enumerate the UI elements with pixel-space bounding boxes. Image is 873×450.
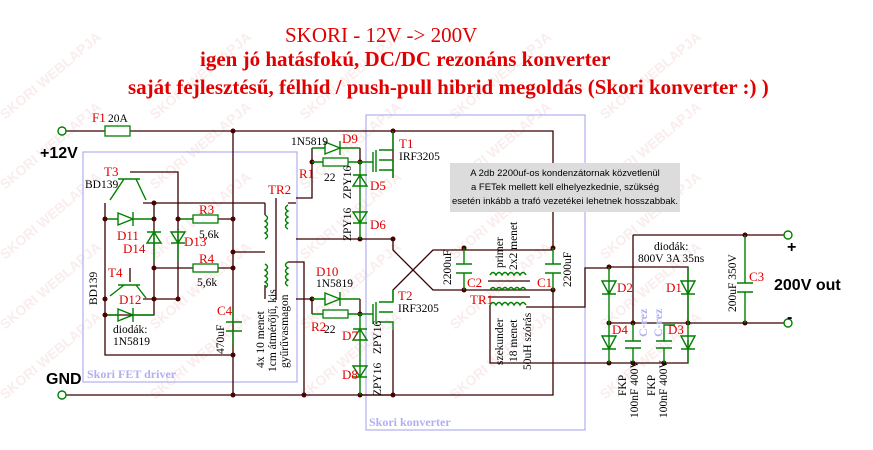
crez1-value: 100nF 400V (629, 359, 641, 418)
note-line-3: esetén inkább a trafó vezetékei lehetnek… (452, 196, 678, 207)
vout-label: 200V out (774, 277, 841, 294)
converter-label: Skori konverter (369, 415, 451, 429)
d10-value: 1N5819 (316, 278, 353, 290)
title-line-3: saját fejlesztésű, félhíd / push-pull hi… (128, 75, 769, 99)
gnd-label: GND (46, 371, 82, 388)
tr1-secondary-3: 50uH szórás (522, 312, 534, 370)
d6-value: ZPY16 (342, 208, 354, 241)
c4-value: 470uF (215, 325, 227, 354)
tr2-note-2: 1cm átmérőjű, kis (267, 289, 279, 372)
t2-ref: T2 (398, 288, 412, 303)
vout-plus-terminal[interactable] (783, 230, 793, 240)
r1-ref: R1 (299, 166, 314, 181)
crez2-type: FKP (646, 375, 658, 396)
c1-ref: C1 (537, 275, 552, 290)
note-line-1: A 2db 2200uf-os kondenzátornak közvetlen… (470, 168, 660, 179)
d9-value: 1N5819 (291, 136, 328, 148)
d3-ref: D3 (668, 322, 684, 337)
note-line-2: a FETek mellett kell elhelyezkednie, szü… (471, 182, 659, 193)
crez2-ref: C-rez (651, 308, 665, 337)
c3-ref: C3 (749, 269, 764, 284)
d12-ref: D12 (119, 292, 141, 307)
fet-driver-label: Skori FET driver (87, 367, 177, 381)
title-line-1: SKORI - 12V -> 200V (285, 23, 477, 47)
t4-ref: T4 (108, 265, 123, 280)
d2-ref: D2 (617, 280, 633, 295)
tr2-note-1: 4x 10 menet (255, 310, 267, 368)
gnd-terminal[interactable] (57, 390, 67, 400)
tr2-ref: TR2 (268, 182, 291, 197)
vout-minus-label: - (787, 309, 792, 326)
r3-ref: R3 (199, 202, 214, 217)
driver-diodes-label: diodák: (113, 324, 148, 336)
tr1-ref: TR1 (470, 292, 493, 307)
tr1-primary-2: 2x2 menet (508, 221, 520, 270)
driver-wiring (104, 131, 290, 395)
r2-ref: R2 (311, 319, 326, 334)
fet-driver-block (82, 151, 298, 383)
d11-ref: D11 (117, 228, 139, 243)
vout-minus-terminal[interactable] (783, 318, 793, 328)
supply-rails (57, 125, 554, 400)
d6-ref: D6 (370, 217, 386, 232)
tr1-primary-1: primer (494, 237, 506, 268)
d7-value: ZPY16 (372, 321, 384, 354)
capacitor-placement-note: A 2db 2200uf-os kondenzátornak közvetlen… (450, 163, 680, 212)
r4-value: 5,6k (197, 277, 217, 289)
rect-diodes-label: diodák: (654, 241, 689, 253)
c4-ref: C4 (217, 303, 233, 318)
junction-dots (102, 128, 748, 398)
f1-ref: F1 (92, 110, 106, 125)
c2-value: 2200uF (442, 250, 454, 285)
tr2-note-3: gyűrűvasmagon (279, 294, 291, 368)
d8-ref: D8 (342, 367, 358, 382)
d5-value: ZPY16 (342, 166, 354, 199)
c1-value: 2200uF (562, 252, 574, 287)
r3-value: 5,6k (199, 229, 219, 241)
title-line-2: igen jó hatásfokú, DC/DC rezonáns konver… (200, 47, 610, 71)
f1-value: 20A (108, 113, 129, 125)
d14-ref: D14 (123, 241, 146, 256)
t1-ref: T1 (399, 136, 413, 151)
c3-value: 200uF 350V (727, 253, 739, 312)
c2-ref: C2 (467, 275, 482, 290)
vin-terminal[interactable] (57, 126, 67, 136)
d5-ref: D5 (370, 178, 386, 193)
driver-diodes-value: 1N5819 (113, 336, 150, 348)
d10-ref: D10 (316, 264, 338, 279)
fuse-f1 (104, 125, 131, 137)
tr1-secondary-1: szekunder (494, 318, 506, 365)
r2-value: 22 (324, 324, 336, 336)
d13-ref: D13 (184, 234, 206, 249)
d9-ref: D9 (342, 131, 358, 146)
crez2-value: 100nF 400V (658, 359, 670, 418)
d7-ref: D7 (342, 328, 358, 343)
converter-wiring (288, 131, 609, 396)
crez1-type: FKP (617, 375, 629, 396)
r4-ref: R4 (199, 251, 215, 266)
t3-value: BD139 (85, 179, 118, 191)
crez1-ref: C-rez (636, 308, 650, 337)
tr1-secondary-2: 18 menet (508, 319, 520, 362)
r1-value: 22 (324, 172, 336, 184)
rectifier-wiring (600, 230, 793, 364)
d8-value: ZPY16 (372, 363, 384, 396)
vout-plus-label: + (787, 239, 796, 256)
d4-ref: D4 (612, 322, 628, 337)
d1-ref: D1 (666, 280, 682, 295)
t2-value: IRF3205 (398, 303, 439, 315)
t3-ref: T3 (104, 164, 118, 179)
rect-diodes-value: 800V 3A 35ns (638, 253, 705, 265)
t1-value: IRF3205 (399, 151, 440, 163)
vin-label: +12V (40, 145, 78, 162)
t4-value: BD139 (88, 272, 100, 305)
